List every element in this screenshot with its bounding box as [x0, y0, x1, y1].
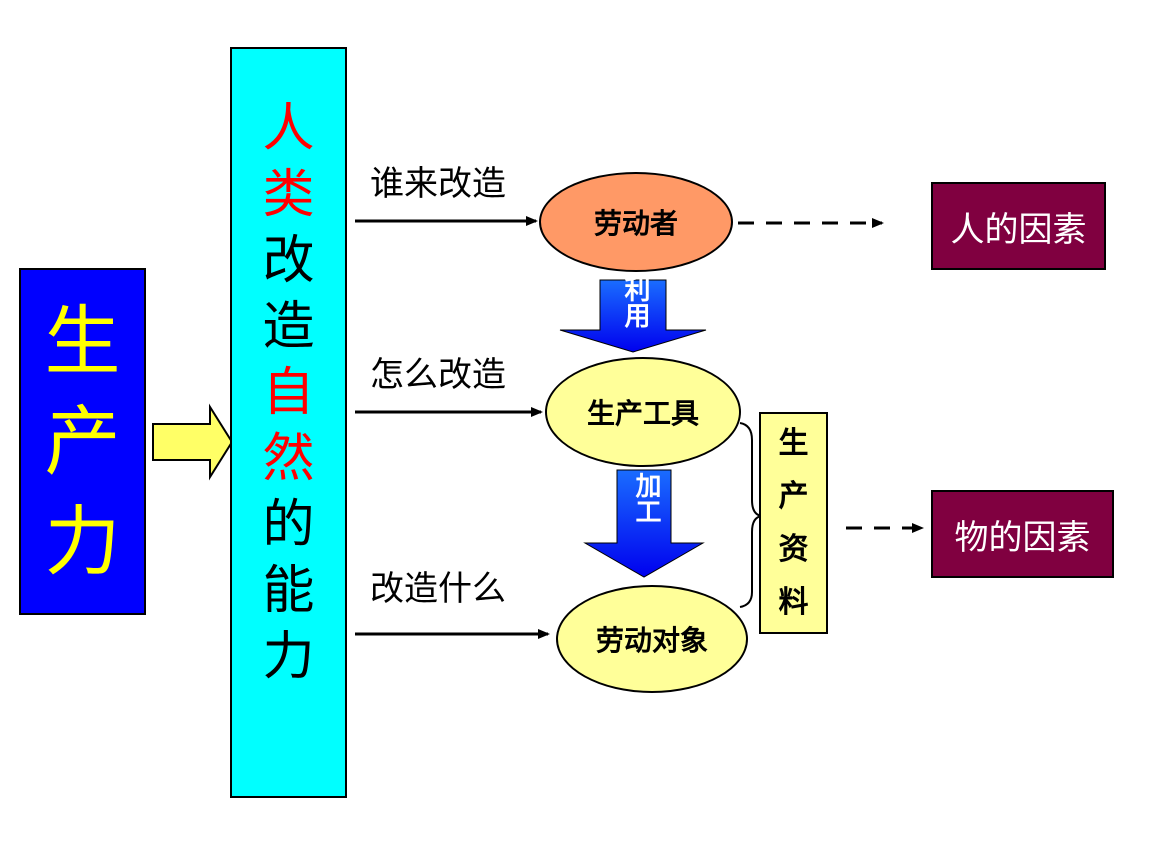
material-factor-box: 物的因素	[931, 490, 1114, 578]
process-down-arrow	[583, 469, 705, 578]
capacity-char: 的	[262, 494, 315, 555]
productivity-char: 生	[44, 296, 121, 386]
capacity-char: 人	[262, 98, 315, 159]
capacity-char: 自	[262, 362, 315, 423]
means-char: 产	[778, 479, 809, 514]
labor-object-node: 劳动对象	[556, 585, 748, 693]
capacity-char: 类	[262, 164, 315, 225]
question-how-label: 怎么改造	[370, 355, 506, 395]
means-char: 资	[778, 532, 809, 567]
capacity-char: 造	[262, 296, 315, 357]
means-char: 生	[778, 426, 809, 461]
productivity-char: 力	[44, 496, 121, 586]
use-arrow-label: 利用	[620, 276, 650, 328]
use-down-arrow	[559, 279, 707, 353]
capacity-char: 然	[262, 428, 315, 489]
question-who-label: 谁来改造	[370, 164, 506, 204]
means-char: 料	[778, 585, 809, 620]
capacity-char: 改	[262, 230, 315, 291]
laborer-node: 劳动者	[539, 172, 733, 272]
productivity-char: 产	[44, 396, 121, 486]
productivity-block: 生 产 力	[19, 268, 146, 615]
human-capacity-block: 人 类 改 造 自 然 的 能 力	[230, 47, 347, 798]
human-factor-box: 人的因素	[931, 182, 1106, 270]
question-what-label: 改造什么	[370, 569, 506, 609]
means-of-production-box: 生 产 资 料	[759, 412, 828, 634]
to-capacity-arrow	[152, 403, 234, 481]
tools-node: 生产工具	[545, 357, 741, 467]
capacity-char: 力	[262, 626, 315, 687]
process-arrow-label: 加工	[631, 472, 661, 524]
capacity-char: 能	[262, 560, 315, 621]
